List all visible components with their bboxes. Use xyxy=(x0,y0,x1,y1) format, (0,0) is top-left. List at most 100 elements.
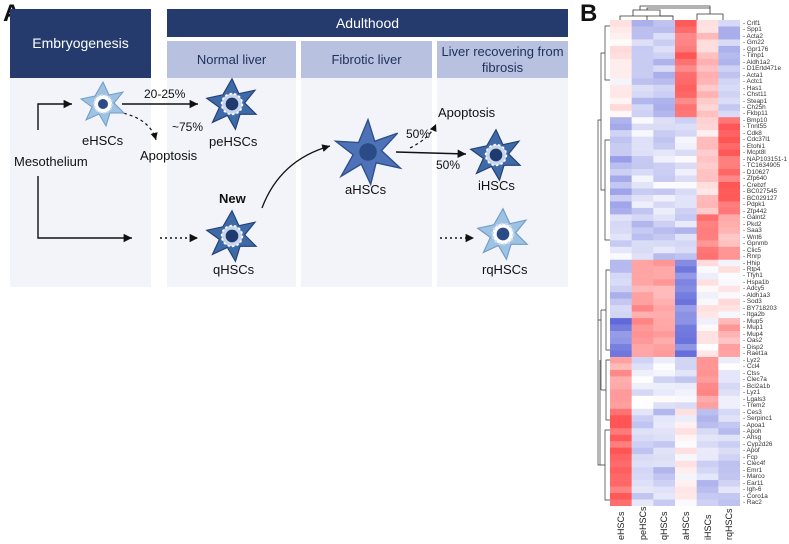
heatmap-cell xyxy=(631,356,654,364)
pehsc-cell xyxy=(206,78,257,130)
heatmap-cell xyxy=(653,58,676,66)
heatmap-cell xyxy=(696,78,719,86)
heatmap-cell xyxy=(718,415,740,423)
heatmap-cell xyxy=(653,376,676,384)
heatmap-cell xyxy=(653,104,676,112)
heatmap-cell xyxy=(696,318,719,325)
gene-label: - Tfyh1 xyxy=(743,272,763,280)
heatmap-cell xyxy=(696,285,719,293)
heatmap-cell xyxy=(653,97,676,105)
heatmap-cell xyxy=(631,305,654,312)
heatmap-cell xyxy=(675,188,697,196)
rqhsc-cell xyxy=(477,208,528,260)
heatmap-cell xyxy=(610,52,632,60)
heatmap-cell xyxy=(610,136,632,144)
gene-label: - Sod3 xyxy=(743,298,762,306)
heatmap-cell xyxy=(653,324,676,332)
heatmap-cell xyxy=(696,402,719,410)
heatmap-cell xyxy=(653,408,676,416)
heatmap-cell xyxy=(696,454,719,461)
heatmap-cell xyxy=(718,175,740,183)
heatmap-cell xyxy=(610,415,632,423)
heatmap-cell xyxy=(718,337,740,345)
heatmap-cell xyxy=(675,402,697,410)
heatmap-cell xyxy=(718,324,740,332)
heatmap-cell xyxy=(675,246,697,254)
heatmap-cell xyxy=(675,123,697,131)
heatmap-cell xyxy=(610,162,632,170)
heatmap-cell xyxy=(675,162,697,170)
heatmap-cell xyxy=(631,214,654,222)
heatmap-cell xyxy=(653,201,676,209)
heatmap-cell xyxy=(675,207,697,215)
heatmap-cell xyxy=(631,65,654,73)
heatmap-cell xyxy=(653,32,676,40)
heatmap-cell xyxy=(696,117,719,124)
gene-label: - Mup5 xyxy=(743,317,763,325)
heatmap-cell xyxy=(718,39,740,47)
heatmap-cell xyxy=(610,480,632,487)
heatmap-cell xyxy=(696,123,719,131)
heatmap-cell xyxy=(631,292,654,299)
heatmap-cell xyxy=(718,58,740,66)
heatmap-cell xyxy=(610,376,632,384)
heatmap-cell xyxy=(696,266,719,274)
apoptosis-label-fibrotic: Apoptosis xyxy=(438,105,496,120)
heatmap-cell xyxy=(718,305,740,312)
heatmap-cell xyxy=(610,369,632,377)
heatmap-cell xyxy=(696,272,719,280)
ehsc-label: eHSCs xyxy=(82,133,124,148)
heatmap-cell xyxy=(696,369,719,377)
heatmap-cell xyxy=(631,266,654,274)
column-label: rqHSCs xyxy=(724,508,735,540)
gene-label: - Adcy5 xyxy=(743,285,765,293)
heatmap-cell xyxy=(696,227,719,235)
gene-label: - Rac2 xyxy=(743,499,762,507)
gene-label: - Aldh1a3 xyxy=(743,291,771,299)
heatmap-cell xyxy=(718,311,740,319)
heatmap-cell xyxy=(718,434,740,442)
heatmap-cell xyxy=(718,220,740,228)
heatmap-cell xyxy=(631,285,654,293)
heatmap-cell xyxy=(718,188,740,196)
gene-label: - Trem2 xyxy=(743,402,766,410)
gene-label: - BY718203 xyxy=(743,304,777,312)
heatmap-cell xyxy=(610,259,632,267)
heatmap-cell xyxy=(675,71,697,79)
heatmap-cell xyxy=(696,473,719,481)
heatmap-cell xyxy=(675,201,697,209)
heatmap-cell xyxy=(696,376,719,384)
heatmap-cell xyxy=(696,356,719,364)
heatmap-cell xyxy=(631,188,654,196)
heatmap-cell xyxy=(631,45,654,53)
gene-label: - Fkbp11 xyxy=(743,110,768,118)
heatmap-cell xyxy=(631,136,654,144)
gene-label: - Serpinc1 xyxy=(743,415,773,423)
heatmap-cell xyxy=(610,104,632,112)
heatmap-cell xyxy=(631,486,654,494)
heatmap-cell xyxy=(610,240,632,248)
heatmap-cell xyxy=(675,460,697,468)
gene-label: - BC029127 xyxy=(743,194,778,202)
gene-label: - Marco xyxy=(743,473,765,481)
heatmap-cell xyxy=(675,311,697,319)
heatmap-cell xyxy=(653,395,676,403)
heatmap-cell xyxy=(675,285,697,293)
heatmap-cell xyxy=(718,389,740,397)
gene-label: - Has1 xyxy=(743,84,762,92)
gene-label: - Rnrp xyxy=(743,253,761,261)
heatmap-cell xyxy=(696,182,719,189)
heatmap-cell xyxy=(718,117,740,124)
heatmap-cell xyxy=(718,460,740,468)
heatmap-cell xyxy=(653,233,676,241)
heatmap-cell xyxy=(675,266,697,274)
gene-label: - D10627 xyxy=(743,168,770,176)
heatmap-cell xyxy=(675,480,697,487)
heatmap-cell xyxy=(631,110,654,118)
heatmap-cell xyxy=(696,350,719,358)
ahsc-to-ihsc-arrow xyxy=(395,149,467,158)
heatmap-cell xyxy=(631,447,654,455)
heatmap-cell xyxy=(653,486,676,494)
apoptosis-label-embryo: Apoptosis xyxy=(140,148,198,163)
gene-label: - Actc1 xyxy=(743,78,763,86)
